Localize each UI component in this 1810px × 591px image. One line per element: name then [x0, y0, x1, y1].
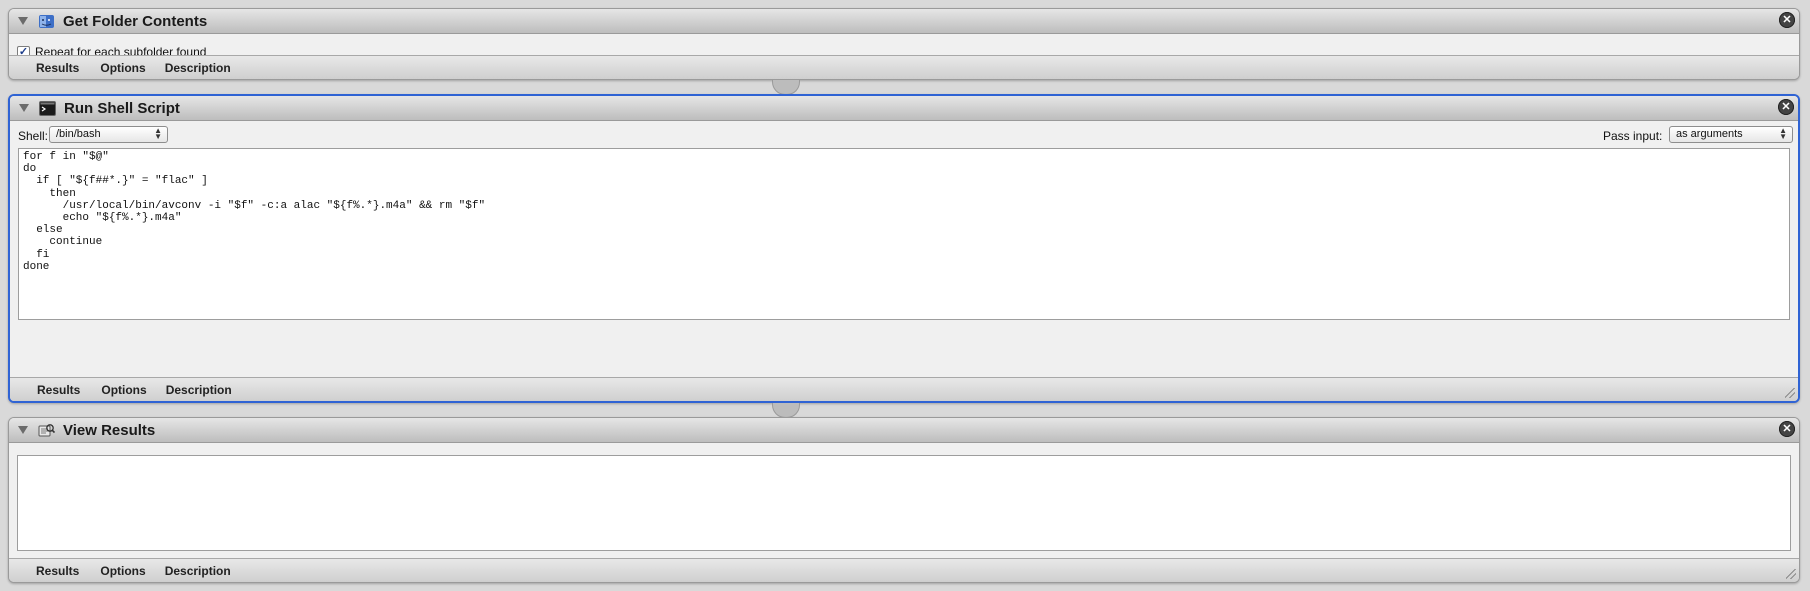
action-view-results[interactable]: View Results ✕ Results Options Descripti…: [8, 417, 1800, 583]
terminal-icon: [39, 100, 56, 116]
action-titlebar[interactable]: Get Folder Contents ✕: [9, 9, 1799, 34]
results-button[interactable]: Results: [36, 563, 80, 578]
close-icon[interactable]: ✕: [1778, 99, 1794, 115]
pass-input-select[interactable]: as arguments ▲▼: [1669, 126, 1793, 143]
disclosure-triangle-icon[interactable]: [18, 17, 28, 25]
action-footer: Results Options Description: [9, 55, 1799, 79]
shell-label: Shell:: [18, 129, 49, 143]
close-icon[interactable]: ✕: [1779, 12, 1795, 28]
results-button[interactable]: Results: [36, 60, 80, 75]
options-button[interactable]: Options: [101, 382, 147, 397]
action-titlebar[interactable]: View Results ✕: [9, 418, 1799, 443]
resize-handle-icon[interactable]: [1785, 388, 1795, 398]
action-titlebar[interactable]: Run Shell Script ✕: [10, 96, 1798, 121]
action-footer: Results Options Description: [10, 377, 1798, 401]
action-connector: [772, 403, 800, 418]
description-button[interactable]: Description: [164, 60, 231, 75]
options-button[interactable]: Options: [100, 60, 146, 75]
results-output[interactable]: [17, 455, 1791, 551]
shell-select[interactable]: /bin/bash ▲▼: [49, 126, 168, 143]
results-button[interactable]: Results: [37, 382, 81, 397]
action-footer: Results Options Description: [9, 558, 1799, 582]
pass-input-select-value: as arguments: [1676, 128, 1743, 140]
action-title: Get Folder Contents: [63, 12, 208, 30]
shell-select-value: /bin/bash: [56, 128, 101, 140]
description-button[interactable]: Description: [164, 563, 231, 578]
finder-folder-icon: [38, 14, 55, 29]
script-editor[interactable]: for f in "$@" do if [ "${f##*.}" = "flac…: [18, 148, 1790, 320]
select-arrows-icon: ▲▼: [154, 126, 162, 141]
resize-handle-icon[interactable]: [1786, 569, 1796, 579]
action-title: View Results: [63, 421, 156, 439]
select-arrows-icon: ▲▼: [1779, 126, 1787, 141]
options-button[interactable]: Options: [100, 563, 146, 578]
disclosure-triangle-icon[interactable]: [19, 104, 29, 112]
disclosure-triangle-icon[interactable]: [18, 426, 28, 434]
description-button[interactable]: Description: [165, 382, 232, 397]
action-get-folder-contents[interactable]: Get Folder Contents ✕ ✓ Repeat for each …: [8, 8, 1800, 80]
action-title: Run Shell Script: [64, 99, 180, 117]
action-connector: [772, 80, 800, 95]
action-run-shell-script[interactable]: Run Shell Script ✕ Shell: /bin/bash ▲▼ P…: [8, 94, 1800, 403]
close-icon[interactable]: ✕: [1779, 421, 1795, 437]
view-results-icon: [38, 423, 55, 438]
pass-input-label: Pass input:: [1603, 129, 1663, 143]
